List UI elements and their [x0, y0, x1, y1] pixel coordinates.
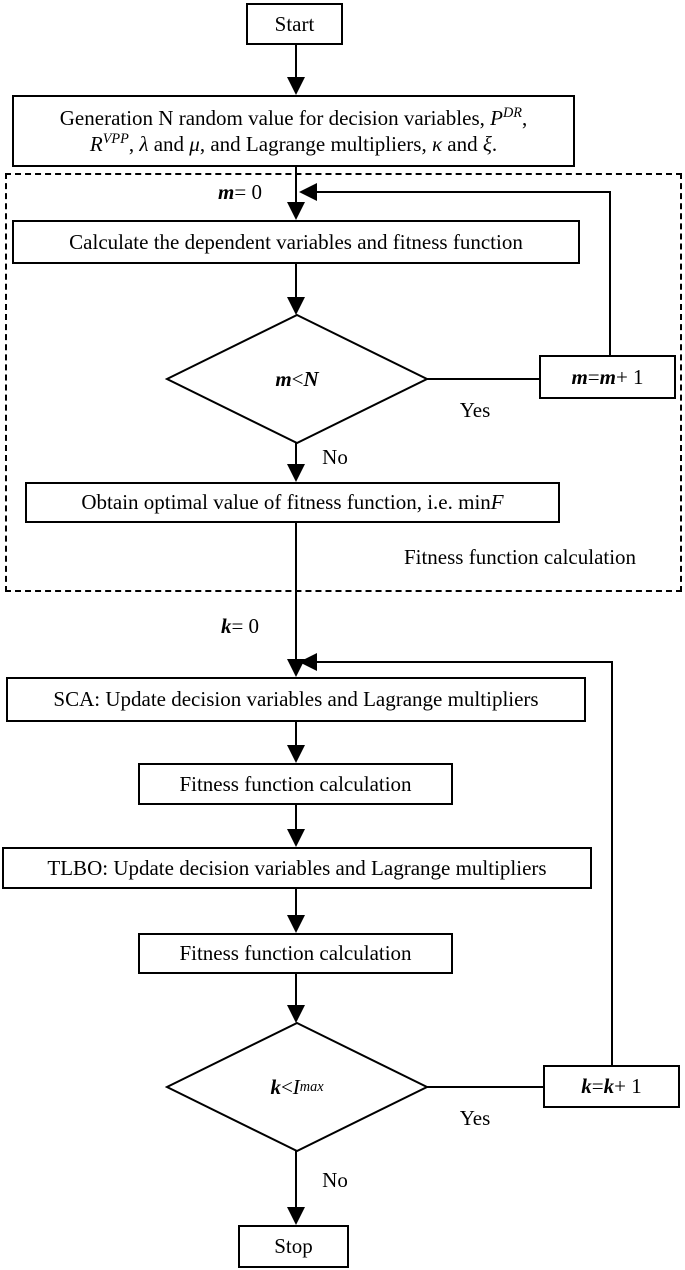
diamond-k-condition — [165, 1021, 429, 1153]
arrowhead-generation-to-calculate — [287, 202, 305, 220]
arrowhead-fitness2-to-k-condition — [287, 1005, 305, 1023]
node-tlbo-update: TLBO: Update decision variables and Lagr… — [2, 847, 592, 889]
edge-fitness1-to-tlbo — [295, 805, 297, 831]
edge-calculate-to-m-condition — [295, 264, 297, 299]
node-sca-update: SCA: Update decision variables and Lagra… — [6, 677, 586, 722]
label-no-k: No — [322, 1168, 348, 1193]
label-m-init: m = 0 — [218, 180, 262, 205]
label-no-m: No — [322, 445, 348, 470]
edge-k-loop-horizontal — [308, 661, 613, 663]
node-generation-line1: Generation N random value for decision v… — [59, 104, 528, 130]
node-calculate: Calculate the dependent variables and fi… — [12, 220, 580, 264]
edge-k-loop-vertical — [611, 661, 613, 1067]
edge-sca-to-fitness1 — [295, 722, 297, 747]
fitness-region-label: Fitness function calculation — [403, 545, 637, 570]
edge-tlbo-to-fitness2 — [295, 889, 297, 917]
diamond-k-condition-shape — [165, 1021, 429, 1153]
node-start: Start — [246, 3, 343, 45]
arrowhead-m-loop — [299, 183, 317, 201]
edge-m-condition-to-obtain — [295, 441, 297, 466]
node-generation-line2: RVPP, λ and μ, and Lagrange multipliers,… — [89, 131, 498, 156]
arrowhead-calculate-to-m-condition — [287, 297, 305, 315]
edge-k-condition-to-stop — [295, 1149, 297, 1209]
edge-m-loop-vertical — [609, 191, 611, 357]
arrowhead-m-condition-to-obtain — [287, 464, 305, 482]
diamond-m-condition — [165, 313, 429, 445]
edge-start-to-generation — [295, 45, 297, 79]
arrowhead-k-loop — [299, 653, 317, 671]
node-k-increment: k = k + 1 — [543, 1065, 680, 1108]
edge-k-condition-to-k-increment — [427, 1086, 543, 1088]
edge-m-loop-horizontal — [308, 191, 611, 193]
node-fitness-calculation-2: Fitness function calculation — [138, 933, 453, 974]
label-k-init: k = 0 — [220, 614, 260, 639]
arrowhead-k-condition-to-stop — [287, 1207, 305, 1225]
node-stop: Stop — [238, 1225, 349, 1268]
edge-fitness2-to-k-condition — [295, 974, 297, 1007]
node-fitness-calculation-1: Fitness function calculation — [138, 763, 453, 805]
label-yes-k: Yes — [459, 1106, 491, 1131]
diamond-m-condition-shape — [165, 313, 429, 445]
label-yes-m: Yes — [459, 398, 491, 423]
node-generation: Generation N random value for decision v… — [12, 95, 575, 167]
edge-m-condition-to-m-increment — [427, 378, 539, 380]
edge-generation-to-calculate — [295, 167, 297, 204]
edge-obtain-to-sca — [295, 523, 297, 661]
arrowhead-fitness1-to-tlbo — [287, 829, 305, 847]
arrowhead-tlbo-to-fitness2 — [287, 915, 305, 933]
arrowhead-start-to-generation — [287, 77, 305, 95]
node-m-increment: m = m + 1 — [539, 355, 676, 399]
node-obtain-optimal: Obtain optimal value of fitness function… — [25, 482, 560, 523]
diamond-m-condition-label: m < N — [275, 366, 319, 391]
fitness-calculation-region — [5, 173, 682, 592]
arrowhead-sca-to-fitness1 — [287, 745, 305, 763]
